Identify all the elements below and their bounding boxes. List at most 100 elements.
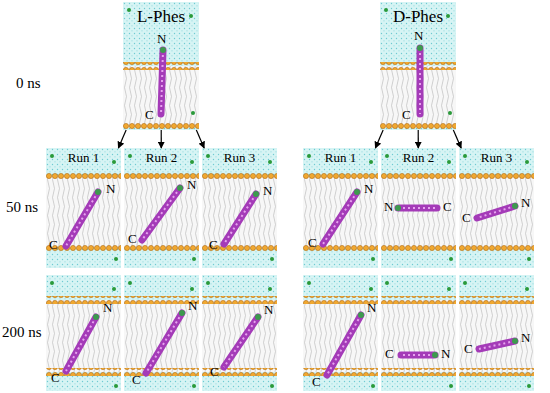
lipid-tails xyxy=(459,176,534,248)
terminus-label: C xyxy=(209,238,218,251)
snapshot-panel: NC xyxy=(303,275,378,391)
lipid-tails xyxy=(381,176,456,248)
water-box xyxy=(124,148,199,268)
water-box xyxy=(381,148,456,268)
phosphate-row xyxy=(381,296,456,304)
phosphate-row xyxy=(202,172,277,180)
helix-stripe xyxy=(419,48,421,114)
phosphate-row xyxy=(303,296,378,304)
md-snapshot xyxy=(303,148,378,268)
helix-stripe xyxy=(477,206,515,218)
branch-arrow xyxy=(118,130,126,148)
terminus-label: N xyxy=(367,301,376,314)
helix-stripe xyxy=(146,313,182,373)
water-box xyxy=(303,275,378,391)
helix-stripe xyxy=(479,341,515,349)
md-snapshot xyxy=(303,275,378,391)
terminus-label: N xyxy=(157,32,166,45)
n-terminus xyxy=(395,205,401,211)
terminus-label: C xyxy=(210,365,219,378)
terminus-label: C xyxy=(462,211,471,224)
helix-stripe xyxy=(142,188,180,240)
snapshot-panel: NC xyxy=(202,275,277,391)
helix xyxy=(477,206,515,218)
helix-stripe xyxy=(323,192,357,244)
n-terminus xyxy=(95,189,101,195)
helix xyxy=(66,317,96,371)
lipid-tails xyxy=(459,300,534,372)
phosphate-row xyxy=(381,368,456,376)
terminus-label: C xyxy=(402,108,411,121)
helix xyxy=(398,205,437,212)
terminus-label: N xyxy=(187,178,196,191)
panel-title: Run 1 xyxy=(46,151,121,164)
n-terminus xyxy=(177,185,183,191)
water-box xyxy=(46,148,121,268)
lipid-tails xyxy=(46,300,121,372)
helix-stripe xyxy=(224,194,256,244)
phosphate-row xyxy=(381,172,456,180)
md-snapshot xyxy=(46,148,121,268)
lipid-tails xyxy=(381,300,456,372)
panel-title: Run 2 xyxy=(124,151,199,164)
ions xyxy=(50,154,118,261)
terminus-label: N xyxy=(364,182,373,195)
terminus-label: N xyxy=(384,200,393,213)
panel-title: L-Phes xyxy=(123,8,199,25)
md-snapshot xyxy=(202,148,277,268)
terminus-label: N xyxy=(521,331,530,344)
water-box xyxy=(124,275,199,391)
n-terminus xyxy=(358,312,364,318)
time-label: 50 ns xyxy=(6,200,38,215)
terminus-label: C xyxy=(128,232,137,245)
panel-title: Run 1 xyxy=(303,151,378,164)
time-label: 200 ns xyxy=(2,325,42,340)
lipid-tails xyxy=(303,300,378,372)
terminus-label: C xyxy=(49,238,58,251)
water-box xyxy=(303,148,378,268)
phosphate-row xyxy=(124,244,199,252)
phosphate-row xyxy=(380,122,456,130)
helix xyxy=(479,341,515,349)
terminus-label: C xyxy=(132,373,141,386)
helix xyxy=(401,352,435,359)
lipid-tails xyxy=(303,176,378,248)
ions xyxy=(463,281,531,388)
md-snapshot xyxy=(381,148,456,268)
n-terminus xyxy=(354,189,360,195)
water-box xyxy=(46,275,121,391)
snapshot-panel: NC xyxy=(124,275,199,391)
helix xyxy=(66,192,98,246)
n-terminus xyxy=(417,45,423,51)
water-box xyxy=(202,148,277,268)
helix-stripe xyxy=(66,317,96,371)
phosphate-row xyxy=(459,244,534,252)
terminus-label: N xyxy=(414,29,423,42)
panel-title: Run 3 xyxy=(202,151,277,164)
helix xyxy=(146,313,182,373)
panel-title: D-Phes xyxy=(380,8,456,25)
branch-arrow xyxy=(418,130,419,148)
helix-stripe xyxy=(327,315,361,375)
helix-stripe xyxy=(66,192,98,246)
helix xyxy=(142,188,180,240)
md-snapshot xyxy=(123,2,199,130)
helix-stripe xyxy=(398,207,437,209)
helix xyxy=(224,194,256,244)
ions xyxy=(50,281,118,388)
ions xyxy=(307,281,375,388)
md-snapshot xyxy=(380,2,456,130)
phosphate-row xyxy=(459,172,534,180)
terminus-label: N xyxy=(188,299,197,312)
ions xyxy=(307,154,375,261)
helix xyxy=(323,192,357,244)
md-snapshot xyxy=(459,275,534,391)
helix-stripe xyxy=(401,354,435,356)
branch-arrow xyxy=(196,130,204,148)
water-box xyxy=(202,275,277,391)
ions xyxy=(206,154,274,261)
snapshot-panel: Run 1NC xyxy=(303,148,378,268)
